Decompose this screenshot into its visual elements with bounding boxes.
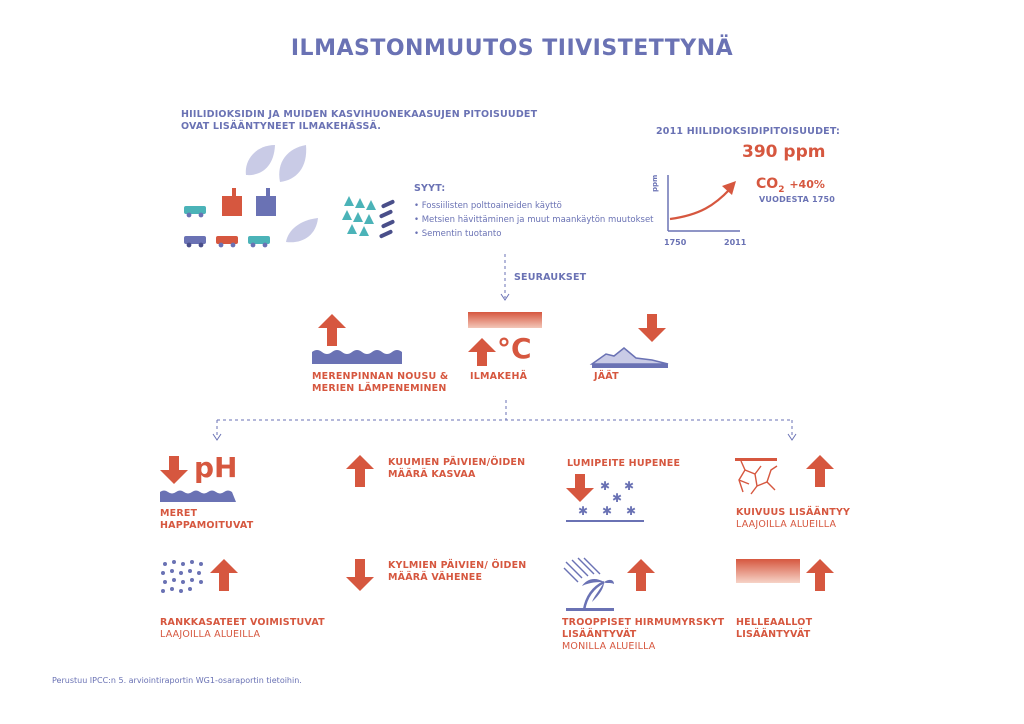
hot-days-label: KUUMIEN PÄIVIEN/ÖIDEN MÄÄRÄ KASVAA — [388, 457, 525, 481]
connector-arrow — [500, 254, 510, 301]
up-arrow-icon — [806, 455, 834, 487]
hot-days-line-1: KUUMIEN PÄIVIEN/ÖIDEN — [388, 457, 526, 468]
co2-heading: 2011 HIILIDIOKSIDIPITOISUUDET: — [656, 126, 841, 137]
ice-label: JÄÄT — [594, 371, 619, 382]
down-arrow-icon — [346, 559, 374, 591]
up-arrow-icon — [346, 455, 374, 487]
footnote: Perustuu IPCC:n 5. arviointiraportin WG1… — [52, 676, 302, 685]
co2-formula: CO2 +40% — [756, 176, 825, 195]
storms-line-3: MONILLA ALUEILLA — [562, 641, 656, 652]
storm-palm-icon — [563, 557, 614, 611]
car-icons — [184, 206, 270, 248]
down-arrow-icon — [566, 474, 594, 502]
ground-line — [566, 520, 644, 522]
heatwaves-line-1: HELLEAALLOT — [736, 617, 813, 628]
consequences-label: SEURAUKSET — [514, 272, 587, 283]
cause-item: Metsien hävittäminen ja muut maankäytön … — [414, 213, 654, 227]
co2-axis-y: ppm — [651, 174, 659, 192]
co2-trend-chart — [667, 175, 740, 232]
cold-days-line-2: MÄÄRÄ VÄHENEE — [388, 572, 483, 583]
drought-line-1: KUIVUUS LISÄÄNTYY — [736, 507, 851, 518]
cold-days-label: KYLMIEN PÄIVIEN/ ÖIDEN MÄÄRÄ VÄHENEE — [388, 560, 526, 584]
acid-label: MERET HAPPAMOITUVAT — [160, 508, 253, 532]
acid-label-line-1: MERET — [160, 508, 198, 519]
snowflake-icon: ✱ — [578, 504, 589, 518]
ice-icon — [589, 314, 669, 368]
branch-connector — [212, 400, 797, 441]
intro-line-1: HIILIDIOKSIDIN JA MUIDEN KASVIHUONEKAASU… — [181, 109, 538, 120]
intro-text: HIILIDIOKSIDIN JA MUIDEN KASVIHUONEKAASU… — [181, 109, 537, 133]
factory-icons — [222, 188, 276, 216]
intro-line-2: OVAT LISÄÄNTYNEET ILMAKEHÄSSÄ. — [181, 121, 382, 132]
page-title: ILMASTONMUUTOS TIIVISTETTYNÄ — [290, 36, 734, 61]
snow-label: LUMIPEITE HUPENEE — [567, 458, 681, 469]
sea-level-icon — [312, 314, 402, 364]
up-arrow-icon — [806, 559, 834, 591]
drought-line-2: LAAJOILLA ALUEILLA — [736, 519, 837, 530]
forest-icon — [342, 196, 395, 239]
drought-cracks-icon — [735, 458, 778, 495]
drought-label: KUIVUUS LISÄÄNTYY LAAJOILLA ALUEILLA — [736, 507, 850, 531]
atmosphere-label: ILMAKEHÄ — [470, 371, 528, 382]
heatwaves-label: HELLEAALLOT LISÄÄNTYVÄT — [736, 617, 812, 641]
co2-value: 390 ppm — [742, 142, 826, 162]
sea-label-line-1: MERENPINNAN NOUSU & — [312, 371, 449, 382]
causes-heading: SYYT: — [414, 183, 446, 194]
snowflake-icon: ✱ — [626, 504, 637, 518]
storms-line-1: TROOPPISET HIRMUMYRSKYT — [562, 617, 725, 628]
rain-line-1: RANKKASATEET VOIMISTUVAT — [160, 617, 325, 628]
storms-line-2: LISÄÄNTYVÄT — [562, 629, 637, 640]
acid-label-line-2: HAPPAMOITUVAT — [160, 520, 254, 531]
rain-line-2: LAAJOILLA ALUEILLA — [160, 629, 261, 640]
cold-days-line-1: KYLMIEN PÄIVIEN/ ÖIDEN — [388, 560, 527, 571]
up-arrow-icon — [210, 559, 238, 591]
cause-item: Sementin tuotanto — [414, 227, 654, 241]
co2-formula-main: CO — [756, 176, 779, 192]
emission-clouds-icon — [245, 145, 318, 243]
heatwaves-line-2: LISÄÄNTYVÄT — [736, 629, 811, 640]
storms-label: TROOPPISET HIRMUMYRSKYT LISÄÄNTYVÄT MONI… — [562, 617, 724, 653]
causes-block: SYYT: Fossiilisten polttoaineiden käyttö… — [414, 183, 654, 241]
rain-label: RANKKASATEET VOIMISTUVAT LAAJOILLA ALUEI… — [160, 617, 325, 641]
up-arrow-icon — [627, 559, 655, 591]
snowflake-icon: ✱ — [600, 479, 611, 493]
temperature-symbol: °C — [497, 332, 532, 365]
co2-axis-end: 2011 — [724, 238, 747, 247]
sea-label: MERENPINNAN NOUSU & MERIEN LÄMPENEMINEN — [312, 371, 448, 395]
sea-label-line-2: MERIEN LÄMPENEMINEN — [312, 383, 447, 394]
snowflake-icon: ✱ — [602, 504, 613, 518]
co2-increase: +40% — [789, 178, 825, 191]
snowflake-icon: ✱ — [612, 491, 623, 505]
heatwave-gradient-icon — [736, 559, 800, 583]
atmosphere-temperature-icon — [468, 312, 542, 366]
ph-symbol: pH — [194, 451, 238, 484]
hot-days-line-2: MÄÄRÄ KASVAA — [388, 469, 476, 480]
cause-item: Fossiilisten polttoaineiden käyttö — [414, 199, 654, 213]
rain-drops-icon — [161, 560, 203, 593]
snowflake-icon: ✱ — [624, 479, 635, 493]
co2-since: VUODESTA 1750 — [759, 195, 836, 204]
ocean-acid-icon — [160, 456, 236, 502]
co2-axis-start: 1750 — [664, 238, 687, 247]
co2-formula-sub: 2 — [778, 184, 785, 195]
